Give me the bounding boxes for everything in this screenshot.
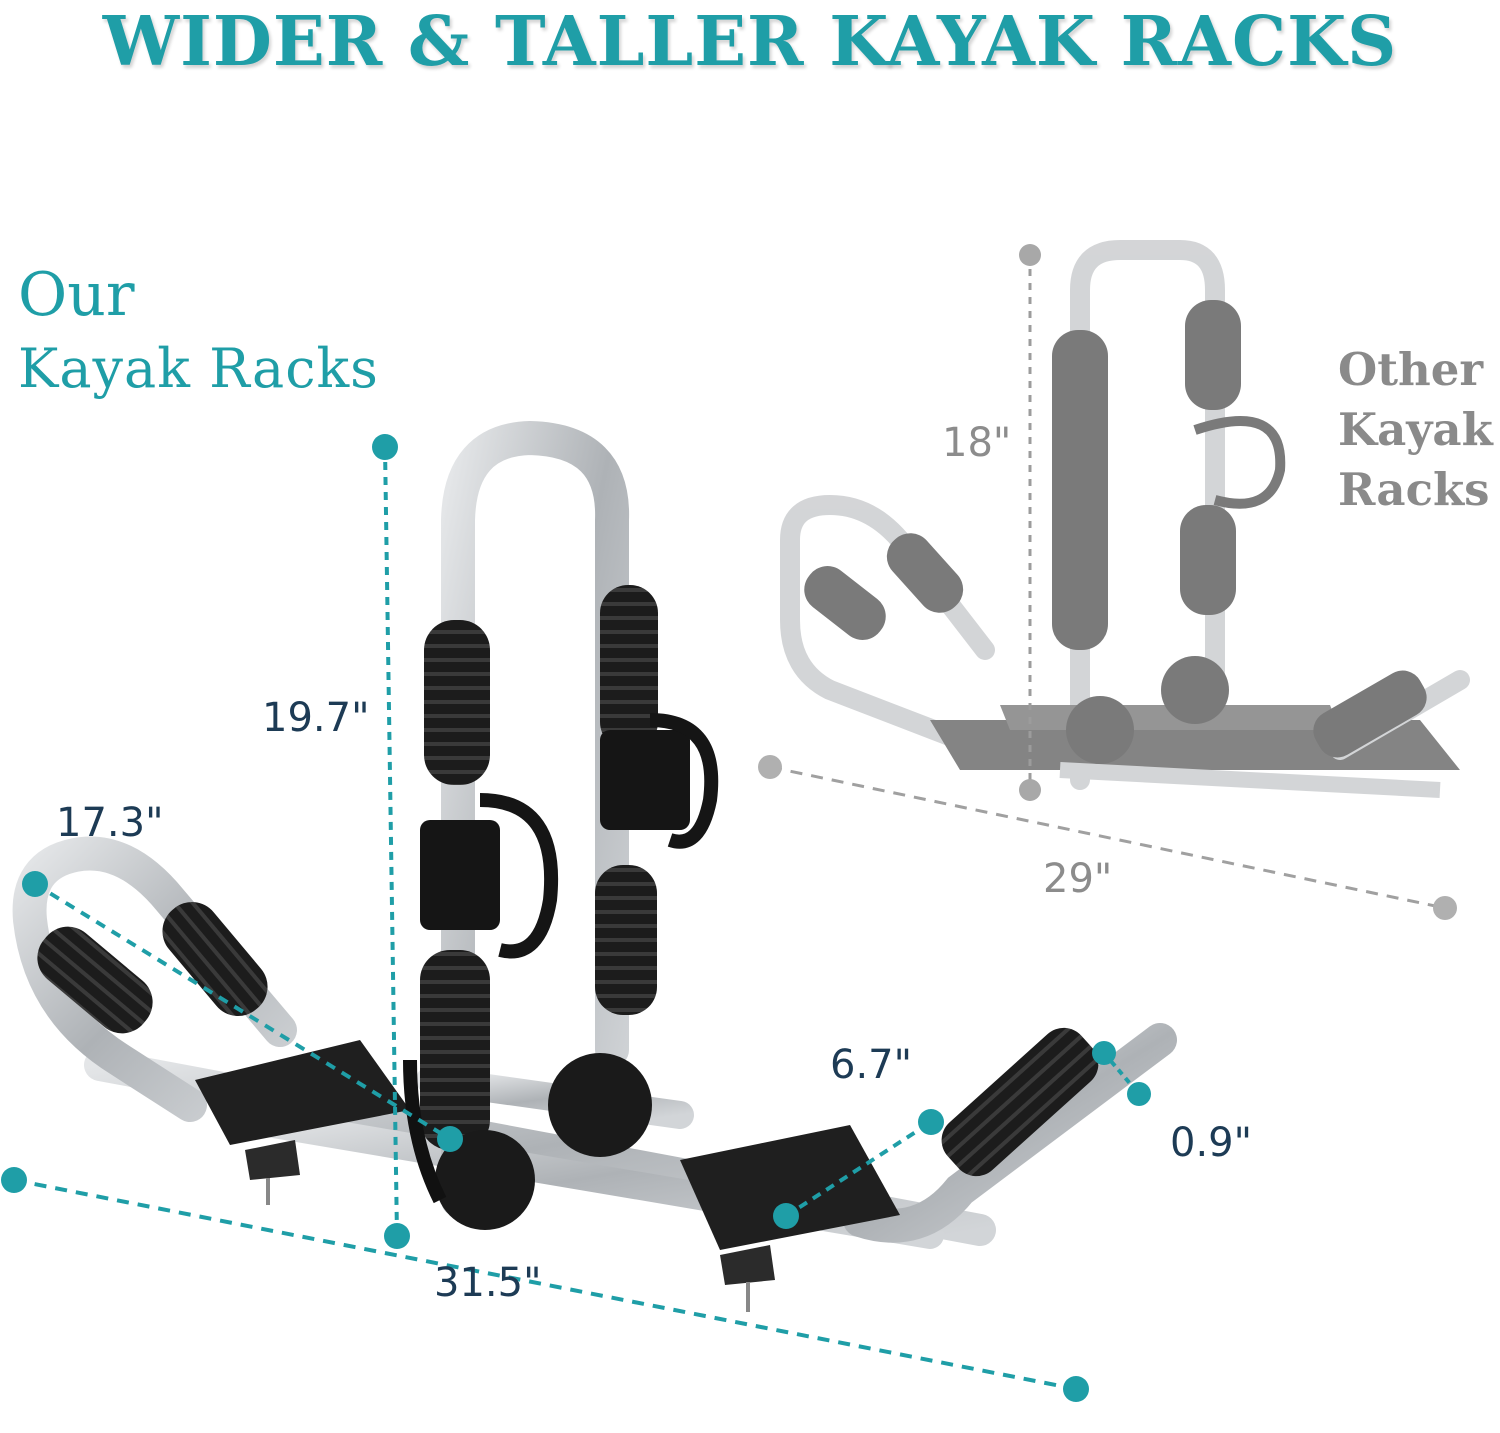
headline: WIDER & TALLER KAYAK RACKS xyxy=(102,2,1398,82)
other-label-line1: Other xyxy=(1338,343,1484,396)
our-racks-label: Our Kayak Racks xyxy=(18,258,379,406)
our-kayak-rack-image xyxy=(12,420,1177,1312)
our-arm-dimension-line xyxy=(22,871,463,1152)
other-label-line2: Kayak xyxy=(1338,403,1493,456)
other-label-line3: Racks xyxy=(1338,463,1490,516)
other-height-label: 18" xyxy=(942,420,1012,466)
our-height-dimension-line xyxy=(372,434,410,1249)
our-arm-length-label: 17.3" xyxy=(56,800,164,846)
our-width-label: 31.5" xyxy=(434,1260,542,1306)
other-width-label: 29" xyxy=(1043,856,1113,902)
other-width-dimension-line xyxy=(758,755,1457,920)
our-label-line1: Our xyxy=(18,260,135,330)
other-racks-label: Other Kayak Racks xyxy=(1338,340,1493,520)
our-pad-width-label: 6.7" xyxy=(830,1042,913,1088)
our-tube-dimension-line xyxy=(1092,1041,1151,1106)
other-height-dimension-line xyxy=(1019,244,1041,801)
our-tube-diameter-label: 0.9" xyxy=(1170,1120,1253,1166)
our-pad-dimension-line xyxy=(773,1109,944,1229)
our-label-line2: Kayak Racks xyxy=(18,337,379,400)
our-width-dimension-line xyxy=(1,1167,1089,1402)
our-height-label: 19.7" xyxy=(262,695,370,741)
other-kayak-rack-image xyxy=(780,240,1470,798)
